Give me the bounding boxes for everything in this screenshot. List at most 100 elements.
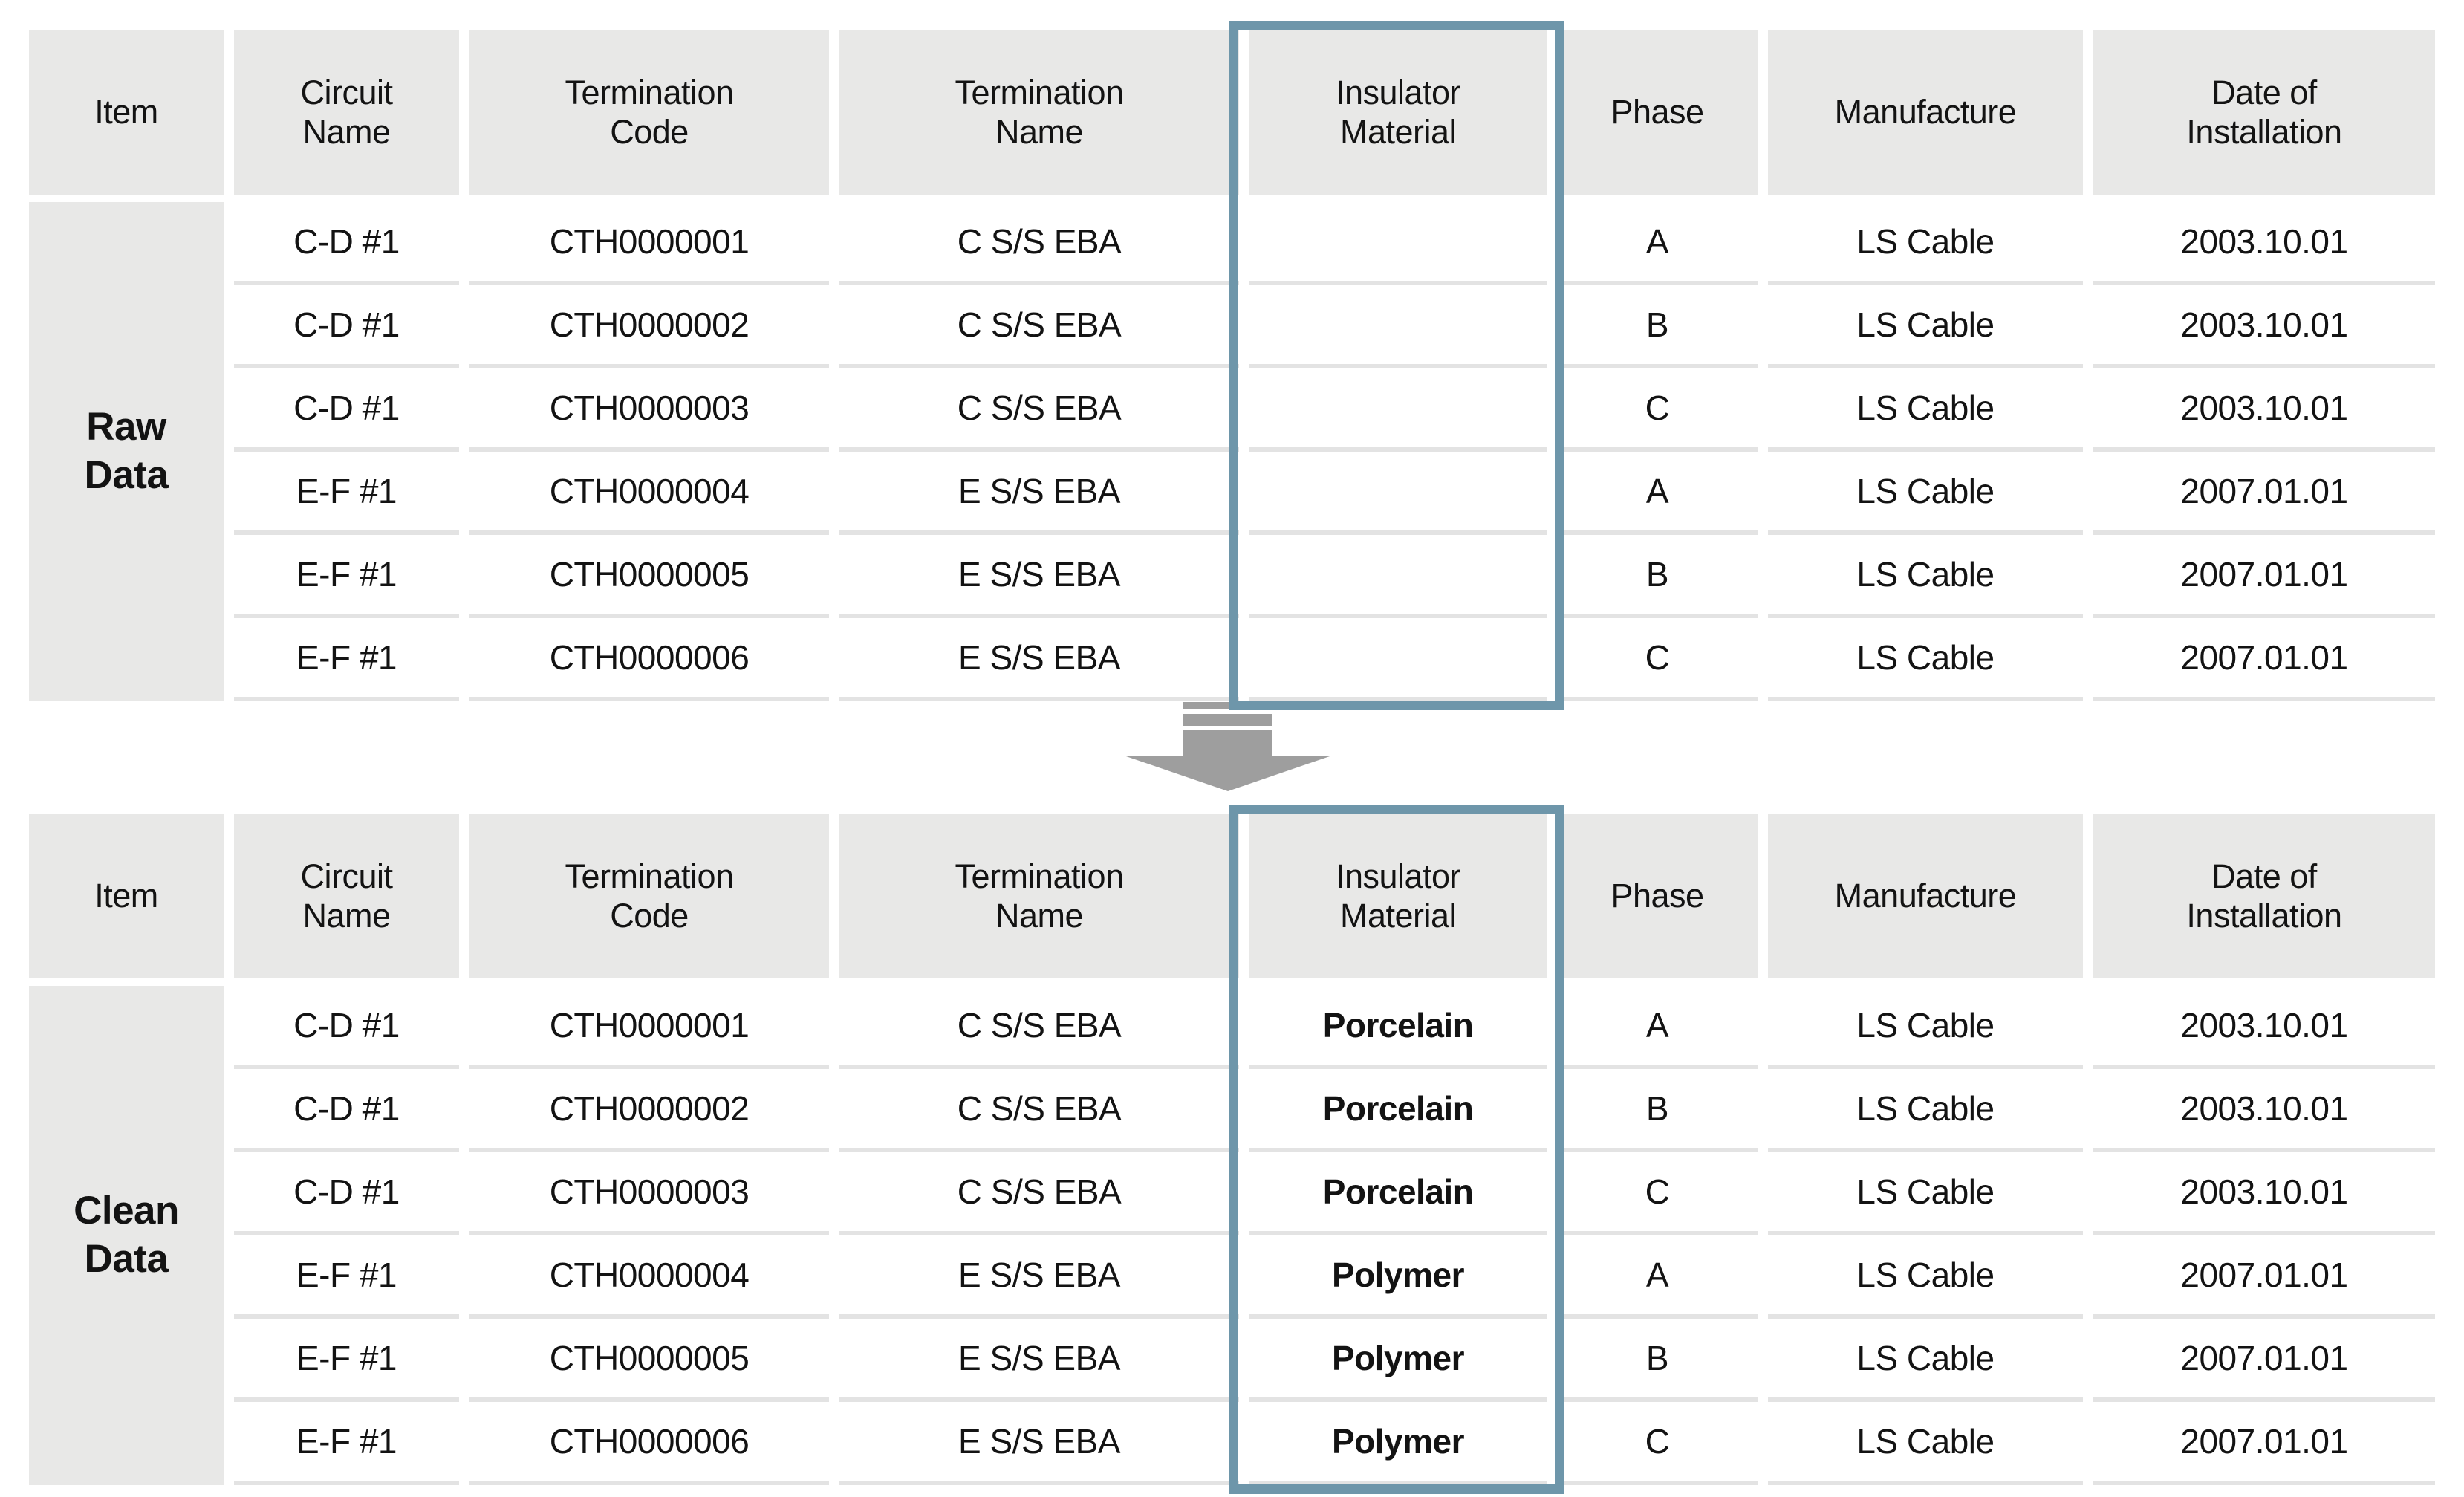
cell-manufacture: LS Cable bbox=[1768, 285, 2083, 368]
cell-insulator-material: Porcelain bbox=[1249, 1069, 1547, 1152]
cell-termination-name: C S/S EBA bbox=[839, 202, 1239, 285]
cell-date: 2003.10.01 bbox=[2093, 986, 2435, 1069]
cell-circuit-name: E-F #1 bbox=[234, 1235, 459, 1319]
cell-date: 2007.01.01 bbox=[2093, 1235, 2435, 1319]
cell-insulator-material bbox=[1249, 535, 1547, 618]
cell-termination-code: CTH0000002 bbox=[469, 1069, 829, 1152]
cell-manufacture: LS Cable bbox=[1768, 535, 2083, 618]
cell-circuit-name: C-D #1 bbox=[234, 986, 459, 1069]
cell-insulator-material: Polymer bbox=[1249, 1319, 1547, 1402]
cell-termination-code: CTH0000006 bbox=[469, 618, 829, 701]
cell-termination-code: CTH0000004 bbox=[469, 452, 829, 535]
clean-data-table: Item Circuit Name Termination Code Termi… bbox=[29, 805, 2435, 1494]
cell-termination-name: C S/S EBA bbox=[839, 986, 1239, 1069]
cell-circuit-name: E-F #1 bbox=[234, 618, 459, 701]
down-arrow-icon bbox=[1124, 702, 1332, 791]
header-termination-name: Termination Name bbox=[839, 814, 1239, 986]
cell-date: 2003.10.01 bbox=[2093, 1069, 2435, 1152]
arrow-stripe-thick bbox=[1183, 714, 1272, 726]
header-item: Item bbox=[29, 814, 224, 986]
header-phase: Phase bbox=[1557, 814, 1758, 986]
raw-data-grid: Item Circuit Name Termination Code Termi… bbox=[29, 21, 2435, 710]
arrow-stem bbox=[1183, 730, 1272, 756]
cell-date: 2003.10.01 bbox=[2093, 1152, 2435, 1235]
header-insulator-material: Insulator Material bbox=[1249, 814, 1547, 986]
cell-termination-name: C S/S EBA bbox=[839, 285, 1239, 368]
cell-manufacture: LS Cable bbox=[1768, 1402, 2083, 1485]
cell-manufacture: LS Cable bbox=[1768, 202, 2083, 285]
header-termination-code: Termination Code bbox=[469, 814, 829, 986]
cell-termination-name: C S/S EBA bbox=[839, 1152, 1239, 1235]
cell-circuit-name: E-F #1 bbox=[234, 452, 459, 535]
cell-manufacture: LS Cable bbox=[1768, 1319, 2083, 1402]
cell-insulator-material: Porcelain bbox=[1249, 986, 1547, 1069]
cell-date: 2003.10.01 bbox=[2093, 202, 2435, 285]
cell-date: 2003.10.01 bbox=[2093, 285, 2435, 368]
cell-termination-code: CTH0000006 bbox=[469, 1402, 829, 1485]
header-termination-code: Termination Code bbox=[469, 30, 829, 202]
cell-phase: C bbox=[1557, 618, 1758, 701]
cell-termination-name: E S/S EBA bbox=[839, 535, 1239, 618]
cell-manufacture: LS Cable bbox=[1768, 986, 2083, 1069]
header-phase: Phase bbox=[1557, 30, 1758, 202]
cell-phase: A bbox=[1557, 202, 1758, 285]
cell-phase: C bbox=[1557, 1402, 1758, 1485]
cell-phase: C bbox=[1557, 368, 1758, 452]
header-circuit-name: Circuit Name bbox=[234, 814, 459, 986]
cell-termination-code: CTH0000003 bbox=[469, 368, 829, 452]
cell-phase: A bbox=[1557, 452, 1758, 535]
cell-termination-name: C S/S EBA bbox=[839, 368, 1239, 452]
cell-termination-code: CTH0000005 bbox=[469, 535, 829, 618]
header-date-of-installation: Date of Installation bbox=[2093, 814, 2435, 986]
cell-circuit-name: E-F #1 bbox=[234, 535, 459, 618]
arrow-head bbox=[1124, 756, 1332, 791]
clean-data-row-label: Clean Data bbox=[29, 986, 224, 1485]
cell-manufacture: LS Cable bbox=[1768, 618, 2083, 701]
cell-manufacture: LS Cable bbox=[1768, 1069, 2083, 1152]
header-circuit-name: Circuit Name bbox=[234, 30, 459, 202]
arrow-stripe-thin bbox=[1183, 702, 1272, 709]
cell-insulator-material bbox=[1249, 202, 1547, 285]
cell-insulator-material bbox=[1249, 618, 1547, 701]
cell-termination-code: CTH0000001 bbox=[469, 202, 829, 285]
cell-insulator-material bbox=[1249, 368, 1547, 452]
cell-phase: C bbox=[1557, 1152, 1758, 1235]
cell-termination-code: CTH0000003 bbox=[469, 1152, 829, 1235]
cell-date: 2007.01.01 bbox=[2093, 1319, 2435, 1402]
cell-phase: B bbox=[1557, 285, 1758, 368]
header-manufacture: Manufacture bbox=[1768, 30, 2083, 202]
cell-insulator-material bbox=[1249, 452, 1547, 535]
cell-phase: A bbox=[1557, 986, 1758, 1069]
cell-date: 2007.01.01 bbox=[2093, 535, 2435, 618]
cell-termination-name: E S/S EBA bbox=[839, 1402, 1239, 1485]
cell-circuit-name: C-D #1 bbox=[234, 285, 459, 368]
cell-manufacture: LS Cable bbox=[1768, 368, 2083, 452]
raw-data-table: Item Circuit Name Termination Code Termi… bbox=[29, 21, 2435, 710]
cell-date: 2003.10.01 bbox=[2093, 368, 2435, 452]
cell-termination-name: E S/S EBA bbox=[839, 1319, 1239, 1402]
cell-termination-name: E S/S EBA bbox=[839, 618, 1239, 701]
cell-date: 2007.01.01 bbox=[2093, 452, 2435, 535]
cell-termination-name: E S/S EBA bbox=[839, 452, 1239, 535]
cell-termination-code: CTH0000001 bbox=[469, 986, 829, 1069]
header-manufacture: Manufacture bbox=[1768, 814, 2083, 986]
cell-insulator-material: Porcelain bbox=[1249, 1152, 1547, 1235]
cell-circuit-name: C-D #1 bbox=[234, 368, 459, 452]
header-insulator-material: Insulator Material bbox=[1249, 30, 1547, 202]
cell-termination-code: CTH0000004 bbox=[469, 1235, 829, 1319]
cell-termination-code: CTH0000002 bbox=[469, 285, 829, 368]
cell-phase: A bbox=[1557, 1235, 1758, 1319]
cell-insulator-material: Polymer bbox=[1249, 1402, 1547, 1485]
cell-termination-name: C S/S EBA bbox=[839, 1069, 1239, 1152]
cell-date: 2007.01.01 bbox=[2093, 1402, 2435, 1485]
header-item: Item bbox=[29, 30, 224, 202]
cell-manufacture: LS Cable bbox=[1768, 1152, 2083, 1235]
cell-circuit-name: E-F #1 bbox=[234, 1319, 459, 1402]
cell-manufacture: LS Cable bbox=[1768, 1235, 2083, 1319]
cell-circuit-name: C-D #1 bbox=[234, 1152, 459, 1235]
cell-insulator-material bbox=[1249, 285, 1547, 368]
cell-circuit-name: C-D #1 bbox=[234, 1069, 459, 1152]
cell-date: 2007.01.01 bbox=[2093, 618, 2435, 701]
cell-termination-name: E S/S EBA bbox=[839, 1235, 1239, 1319]
